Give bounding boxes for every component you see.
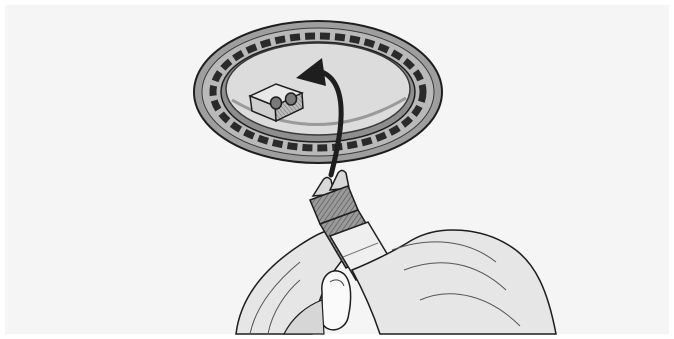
round-base-icon (194, 21, 442, 163)
